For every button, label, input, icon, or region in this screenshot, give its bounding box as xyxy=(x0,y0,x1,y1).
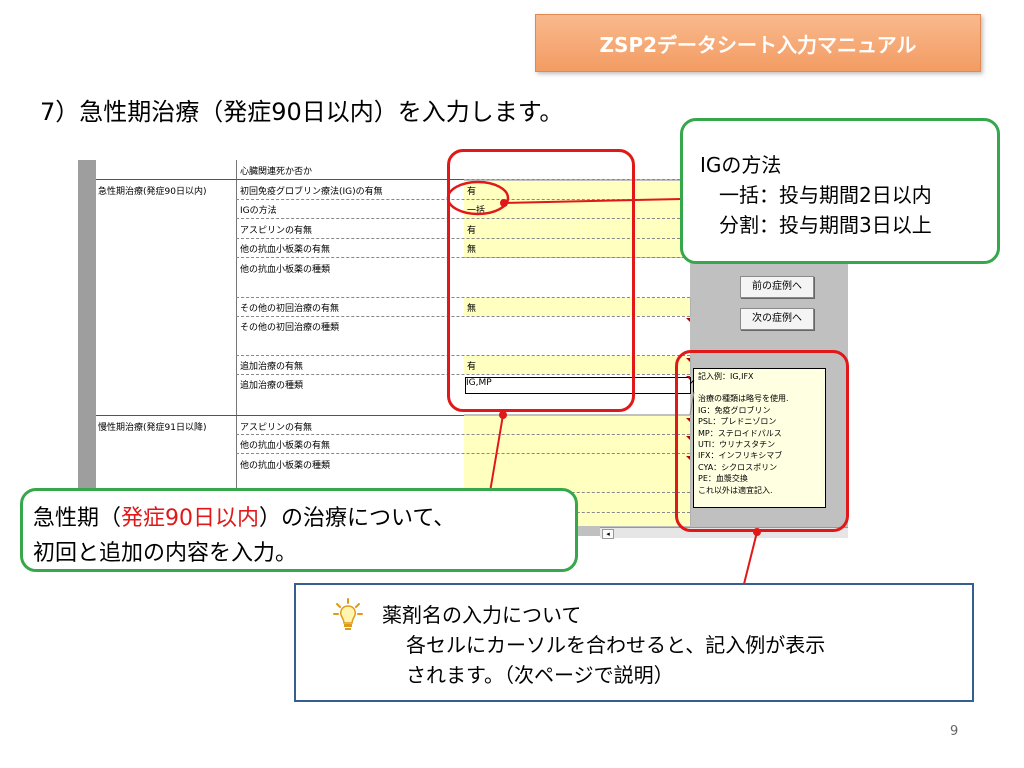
value-other-initial[interactable]: 無 xyxy=(467,304,477,314)
acute-callout-line2: 初回と追加の内容を入力。 xyxy=(33,541,298,566)
value-other-antiplatelet[interactable]: 無 xyxy=(467,245,477,255)
ig-callout-title: IGの方法 xyxy=(700,153,782,177)
tooltip-line: UTI：ウリナスタチン xyxy=(698,440,776,450)
lightbulb-icon xyxy=(332,597,364,637)
row-label-ig-method: IGの方法 xyxy=(240,206,277,216)
row-label-ig: 初回免疫グロブリン療法(IG)の有無 xyxy=(240,187,383,197)
cell-comment-tooltip: 記入例：IG,IFX 治療の種類は略号を使用. IG：免疫グロブリン PSL：プ… xyxy=(693,368,826,508)
tooltip-line: MP：ステロイドパルス xyxy=(698,428,782,438)
row-label-chronic-antiplatelet-type: 他の抗血小板薬の種類 xyxy=(240,461,331,471)
next-case-button[interactable]: 次の症例へ xyxy=(740,308,814,330)
tooltip-line: 治療の種類は略号を使用. xyxy=(698,394,789,404)
tooltip-line: CYA：シクロスポリン xyxy=(698,462,778,472)
value-additional[interactable]: 有 xyxy=(467,362,477,372)
tooltip-line: これ以外は適宜記入. xyxy=(698,485,773,495)
value-ig[interactable]: 有 xyxy=(467,187,477,197)
step-title: 7）急性期治療（発症90日以内）を入力します。 xyxy=(40,98,564,126)
section-column xyxy=(96,160,237,536)
value-aspirin[interactable]: 有 xyxy=(467,226,477,236)
ig-callout-line-split: 分割：投与期間3日以上 xyxy=(719,213,932,237)
acute-callout-highlight: 発症90日以内 xyxy=(121,506,260,531)
value-cells-acute-top xyxy=(464,181,691,257)
page-number: 9 xyxy=(950,724,959,739)
row-header-bar xyxy=(78,160,96,536)
section-label-acute: 急性期治療(発症90日以内) xyxy=(98,187,207,197)
horizontal-scrollbar[interactable]: ◂ xyxy=(600,527,848,539)
acute-callout-prefix: 急性期（ xyxy=(33,506,122,531)
row-label-heart-death: 心臓関連死か否か xyxy=(240,167,313,177)
value-cell-other-antiplatelet-type[interactable] xyxy=(464,258,690,298)
manual-title-badge: ZSP2データシート入力マニュアル xyxy=(535,14,981,72)
note-line2: されます。（次ページで説明） xyxy=(406,663,674,687)
prev-case-button[interactable]: 前の症例へ xyxy=(740,276,814,298)
row-label-chronic-antiplatelet: 他の抗血小板薬の有無 xyxy=(240,441,331,451)
row-label-chronic-aspirin: アスピリンの有無 xyxy=(240,423,313,433)
tooltip-line: IFX：インフリキシマブ xyxy=(698,451,783,461)
tooltip-line: IG：免疫グロブリン xyxy=(698,405,771,415)
acute-treatment-callout: 急性期（発症90日以内）の治療について、 初回と追加の内容を入力。 xyxy=(20,488,578,572)
tooltip-line: PE：血漿交換 xyxy=(698,474,748,484)
row-label-aspirin: アスピリンの有無 xyxy=(240,226,313,236)
values-highlight-ring xyxy=(447,149,635,412)
ig-method-callout: IGの方法 一括：投与期間2日以内 分割：投与期間3日以上 xyxy=(680,118,1000,264)
row-label-other-initial-type: その他の初回治療の種類 xyxy=(240,323,340,333)
ig-callout-line-bulk: 一括：投与期間2日以内 xyxy=(719,183,932,207)
tooltip-line: PSL：プレドニゾロン xyxy=(698,417,777,427)
tooltip-highlight-ring xyxy=(675,350,849,532)
row-label-additional: 追加治療の有無 xyxy=(240,362,304,372)
section-label-chronic: 慢性期治療(発症91日以降) xyxy=(98,423,207,433)
note-line1: 各セルにカーソルを合わせると、記入例が表示 xyxy=(406,633,826,657)
acute-callout-suffix: ）の治療について、 xyxy=(259,506,456,531)
value-cell-other-initial-type[interactable] xyxy=(464,316,690,356)
row-label-other-antiplatelet: 他の抗血小板薬の有無 xyxy=(240,245,331,255)
scroll-left-arrow-icon[interactable]: ◂ xyxy=(602,529,614,539)
manual-title: ZSP2データシート入力マニュアル xyxy=(599,32,917,57)
drug-input-note-box: 薬剤名の入力について 各セルにカーソルを合わせると、記入例が表示 されます。（次… xyxy=(294,583,974,702)
row-label-additional-type: 追加治療の種類 xyxy=(240,381,304,391)
value-ig-method[interactable]: 一括 xyxy=(467,206,486,216)
spreadsheet-grid xyxy=(96,160,464,536)
acute-callout-line1: 急性期（発症90日以内）の治療について、 xyxy=(33,500,455,532)
note-title: 薬剤名の入力について xyxy=(382,603,582,627)
row-label-other-antiplatelet-type: 他の抗血小板薬の種類 xyxy=(240,265,331,275)
row-label-other-initial: その他の初回治療の有無 xyxy=(240,304,340,314)
tooltip-line: 記入例：IG,IFX xyxy=(698,372,754,381)
